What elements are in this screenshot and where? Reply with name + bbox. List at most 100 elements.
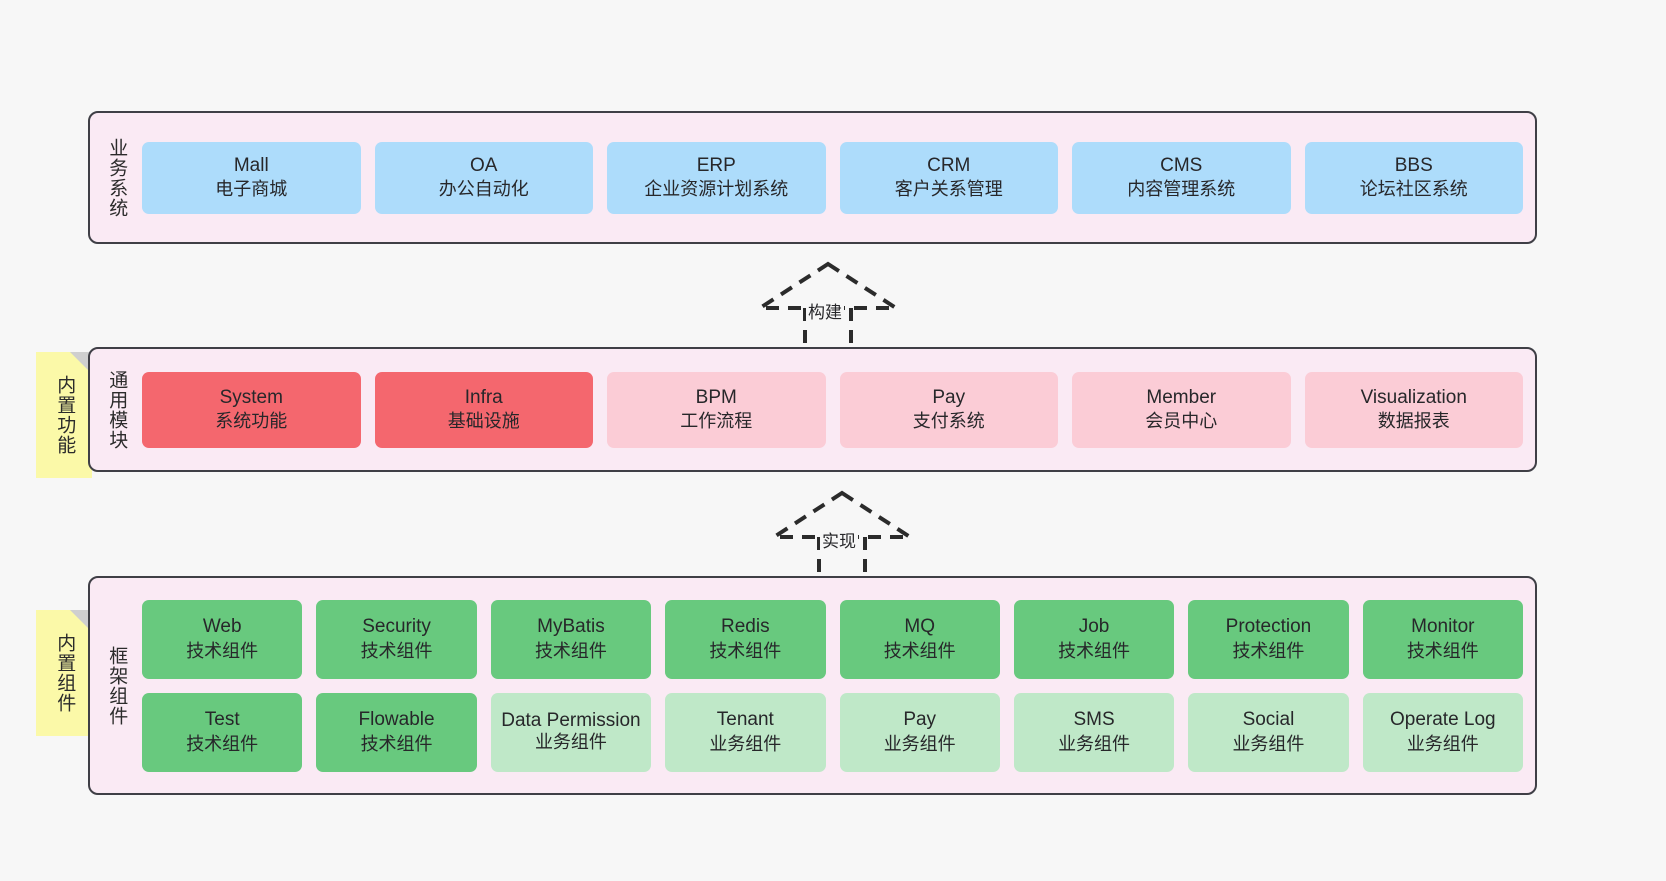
component-name: Monitor bbox=[1411, 616, 1475, 638]
component-box-job[interactable]: Job 技术组件 bbox=[1013, 599, 1175, 679]
module-box-system[interactable]: System 系统功能 bbox=[142, 371, 361, 448]
component-name: SMS bbox=[1073, 709, 1115, 731]
component-type: 业务组件 bbox=[709, 733, 782, 754]
component-type: 技术组件 bbox=[186, 640, 259, 661]
sticky-note-built-in-component: 内置组件 bbox=[36, 610, 92, 736]
module-subtitle: 企业资源计划系统 bbox=[644, 179, 789, 200]
component-name: Flowable bbox=[358, 709, 435, 731]
sticky-note-text: 内置组件 bbox=[54, 633, 76, 713]
component-name: MyBatis bbox=[537, 616, 605, 638]
module-subtitle: 电子商城 bbox=[215, 179, 288, 200]
component-type: 技术组件 bbox=[360, 733, 433, 754]
module-subtitle: 办公自动化 bbox=[438, 179, 529, 200]
layer-row: Test 技术组件 Flowable 技术组件 Data Permission … bbox=[142, 692, 1523, 772]
module-subtitle: 客户关系管理 bbox=[894, 179, 1003, 200]
module-name: CMS bbox=[1160, 154, 1203, 176]
component-name: Data Permission bbox=[501, 709, 641, 731]
sticky-note-text: 内置功能 bbox=[54, 375, 76, 455]
note-fold-corner-icon bbox=[70, 352, 92, 374]
module-name: Member bbox=[1146, 386, 1217, 408]
component-name: Web bbox=[202, 616, 242, 638]
module-box-mall[interactable]: Mall 电子商城 bbox=[142, 141, 361, 214]
component-name: Redis bbox=[721, 616, 770, 638]
component-type: 技术组件 bbox=[1232, 640, 1305, 661]
layer-label-common-module: 通用模块 bbox=[106, 369, 128, 450]
connector-label-build: 构建 bbox=[806, 298, 844, 323]
module-box-pay[interactable]: Pay 支付系统 bbox=[839, 371, 1058, 448]
note-fold-corner-icon bbox=[70, 610, 92, 632]
component-name: MQ bbox=[904, 616, 935, 638]
layer-row: Web 技术组件 Security 技术组件 MyBatis 技术组件 Redi… bbox=[142, 599, 1523, 679]
module-box-crm[interactable]: CRM 客户关系管理 bbox=[839, 141, 1058, 214]
layer-row: System 系统功能 Infra 基础设施 BPM 工作流程 Pay 支付系统… bbox=[142, 371, 1523, 448]
component-type: 技术组件 bbox=[1058, 640, 1131, 661]
layer-body-business-system: Mall 电子商城 OA 办公自动化 ERP 企业资源计划系统 CRM 客户关系… bbox=[142, 113, 1535, 242]
module-box-erp[interactable]: ERP 企业资源计划系统 bbox=[607, 141, 826, 214]
component-box-operate-log[interactable]: Operate Log 业务组件 bbox=[1362, 692, 1523, 772]
component-box-web[interactable]: Web 技术组件 bbox=[142, 599, 303, 679]
module-name: ERP bbox=[696, 154, 736, 176]
module-box-visualization[interactable]: Visualization 数据报表 bbox=[1304, 371, 1523, 448]
component-name: Test bbox=[204, 709, 240, 731]
component-box-redis[interactable]: Redis 技术组件 bbox=[665, 599, 826, 679]
layer-common-module: 通用模块 System 系统功能 Infra 基础设施 BPM 工作流程 Pay… bbox=[88, 347, 1537, 472]
component-box-data-permission[interactable]: Data Permission 业务组件 bbox=[490, 692, 652, 772]
module-subtitle: 系统功能 bbox=[215, 411, 288, 432]
component-box-mq[interactable]: MQ 技术组件 bbox=[839, 599, 1000, 679]
component-box-test[interactable]: Test 技术组件 bbox=[142, 692, 303, 772]
component-box-tenant[interactable]: Tenant 业务组件 bbox=[665, 692, 826, 772]
component-name: Job bbox=[1078, 616, 1110, 638]
module-name: BBS bbox=[1394, 154, 1433, 176]
component-box-flowable[interactable]: Flowable 技术组件 bbox=[316, 692, 477, 772]
layer-business-system: 业务系统 Mall 电子商城 OA 办公自动化 ERP 企业资源计划系统 CRM… bbox=[88, 111, 1537, 244]
layer-framework-component: 框架组件 Web 技术组件 Security 技术组件 MyBatis 技术组件… bbox=[88, 576, 1537, 795]
module-subtitle: 论坛社区系统 bbox=[1359, 179, 1468, 200]
module-box-cms[interactable]: CMS 内容管理系统 bbox=[1072, 141, 1291, 214]
module-name: OA bbox=[470, 154, 498, 176]
component-type: 业务组件 bbox=[883, 733, 956, 754]
module-subtitle: 数据报表 bbox=[1377, 411, 1450, 432]
module-box-member[interactable]: Member 会员中心 bbox=[1072, 371, 1291, 448]
component-type: 业务组件 bbox=[1232, 733, 1305, 754]
component-box-monitor[interactable]: Monitor 技术组件 bbox=[1362, 599, 1523, 679]
layer-body-common-module: System 系统功能 Infra 基础设施 BPM 工作流程 Pay 支付系统… bbox=[142, 349, 1535, 470]
component-type: 业务组件 bbox=[534, 732, 607, 753]
module-name: Pay bbox=[932, 386, 966, 408]
component-type: 技术组件 bbox=[534, 640, 607, 661]
component-box-mybatis[interactable]: MyBatis 技术组件 bbox=[490, 599, 652, 679]
component-type: 技术组件 bbox=[709, 640, 782, 661]
component-type: 技术组件 bbox=[186, 733, 259, 754]
component-box-sms[interactable]: SMS 业务组件 bbox=[1013, 692, 1175, 772]
component-name: Pay bbox=[903, 709, 937, 731]
component-name: Protection bbox=[1225, 616, 1312, 638]
connector-build: 构建 bbox=[753, 261, 903, 344]
component-box-social[interactable]: Social 业务组件 bbox=[1188, 692, 1349, 772]
component-box-pay[interactable]: Pay 业务组件 bbox=[839, 692, 1000, 772]
module-name: System bbox=[219, 386, 283, 408]
component-name: Operate Log bbox=[1389, 709, 1496, 731]
layer-row: Mall 电子商城 OA 办公自动化 ERP 企业资源计划系统 CRM 客户关系… bbox=[142, 141, 1523, 214]
component-box-protection[interactable]: Protection 技术组件 bbox=[1188, 599, 1349, 679]
module-box-bpm[interactable]: BPM 工作流程 bbox=[607, 371, 826, 448]
component-name: Social bbox=[1242, 709, 1295, 731]
component-name: Tenant bbox=[716, 709, 774, 731]
component-type: 技术组件 bbox=[883, 640, 956, 661]
module-subtitle: 内容管理系统 bbox=[1127, 179, 1236, 200]
module-box-infra[interactable]: Infra 基础设施 bbox=[374, 371, 593, 448]
layer-label-business-system: 业务系统 bbox=[106, 137, 128, 218]
component-name: Security bbox=[362, 616, 431, 638]
component-type: 业务组件 bbox=[1406, 733, 1479, 754]
sticky-note-built-in-function: 内置功能 bbox=[36, 352, 92, 478]
component-type: 技术组件 bbox=[1406, 640, 1479, 661]
component-box-security[interactable]: Security 技术组件 bbox=[316, 599, 477, 679]
module-name: Visualization bbox=[1360, 386, 1467, 408]
module-box-bbs[interactable]: BBS 论坛社区系统 bbox=[1304, 141, 1523, 214]
arrow-stem bbox=[803, 308, 853, 344]
module-subtitle: 支付系统 bbox=[912, 411, 985, 432]
module-name: Mall bbox=[233, 154, 269, 176]
module-box-oa[interactable]: OA 办公自动化 bbox=[374, 141, 593, 214]
component-type: 技术组件 bbox=[360, 640, 433, 661]
connector-label-implement: 实现 bbox=[820, 527, 858, 552]
module-subtitle: 会员中心 bbox=[1145, 411, 1218, 432]
